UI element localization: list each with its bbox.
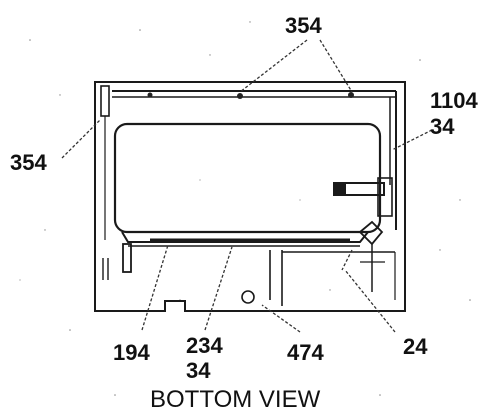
label-bottom-474: 474 xyxy=(287,340,324,365)
latch-handle xyxy=(333,177,393,217)
scan-speckle xyxy=(19,21,471,396)
label-top: 354 xyxy=(285,13,322,38)
label-bottom-194: 194 xyxy=(113,340,150,365)
bottom-fastener xyxy=(241,290,255,304)
inner-window xyxy=(113,122,382,234)
view-title: BOTTOM VIEW xyxy=(150,386,321,413)
reference-labels: 354 354 1104 34 194 234 34 474 24 xyxy=(10,13,478,383)
label-bottom-234: 234 xyxy=(186,333,223,358)
top-rail xyxy=(112,90,396,99)
label-right-lower: 34 xyxy=(430,114,455,139)
label-left: 354 xyxy=(10,150,47,175)
left-tabs xyxy=(102,258,109,280)
left-rail xyxy=(100,85,110,240)
outer-housing xyxy=(94,81,406,312)
left-foot xyxy=(122,243,132,273)
lower-compartment xyxy=(269,250,396,306)
leader-lines xyxy=(61,39,433,333)
right-rail xyxy=(389,91,397,230)
label-right-upper: 1104 xyxy=(430,88,478,113)
bottom-slot xyxy=(121,231,369,247)
label-bottom-24: 24 xyxy=(403,334,428,359)
label-bottom-34: 34 xyxy=(186,358,211,383)
